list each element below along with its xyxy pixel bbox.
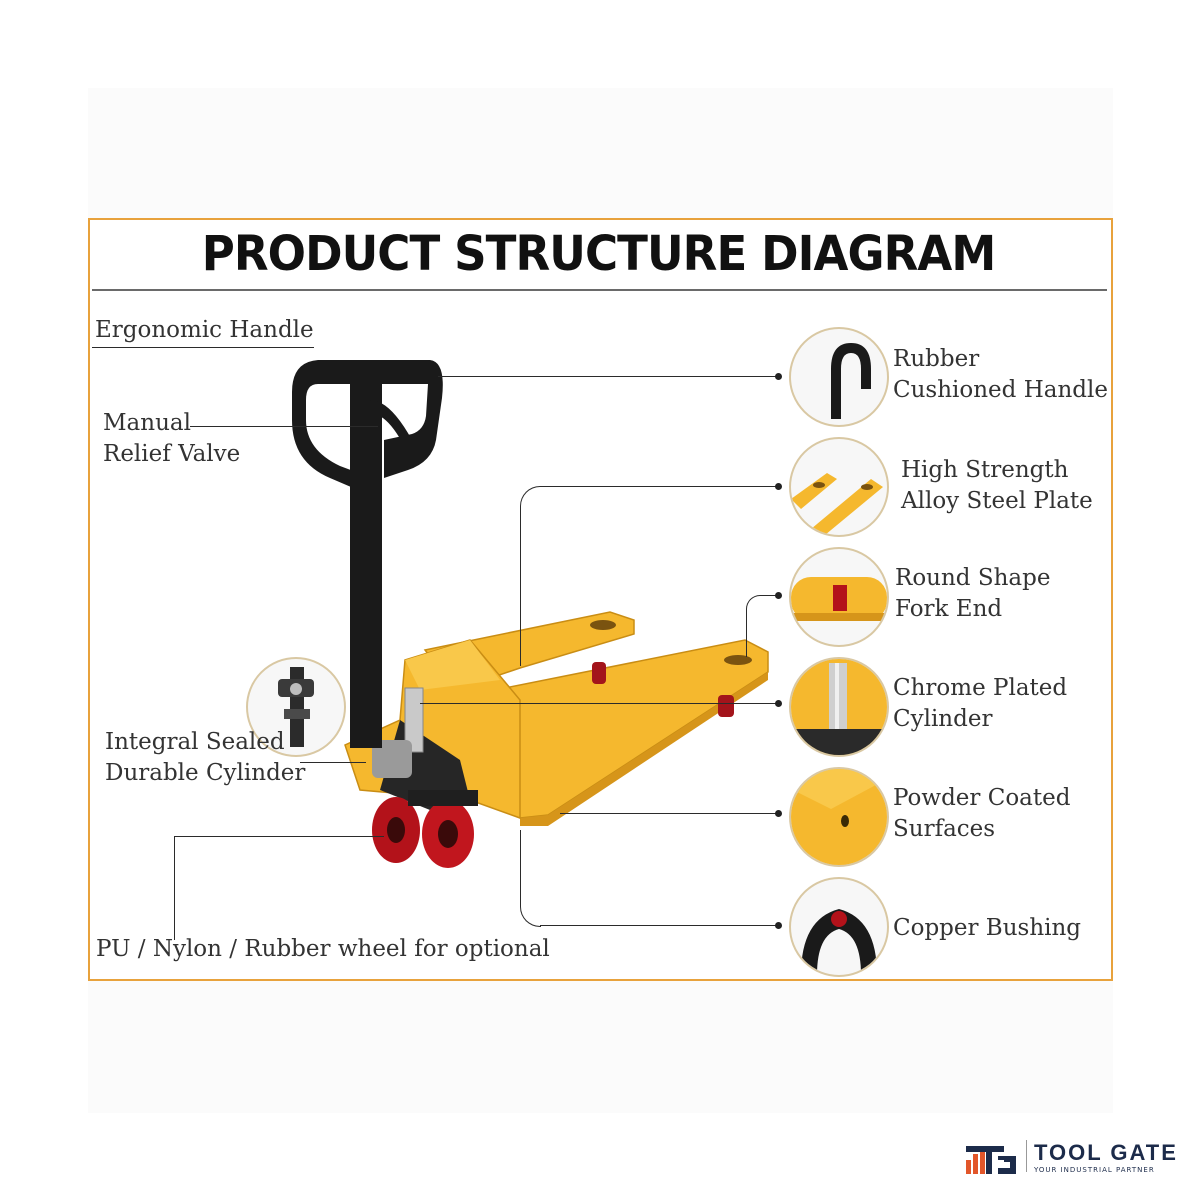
label-steel-plate-line1: High Strength xyxy=(901,457,1069,483)
detail-copper-bushing xyxy=(789,877,889,977)
detail-cylinder-closeup xyxy=(246,657,346,757)
label-steel-plate-line2: Alloy Steel Plate xyxy=(901,488,1093,514)
label-chrome-cylinder-line2: Cylinder xyxy=(893,706,993,732)
connector-dot-steel-plate xyxy=(775,483,782,490)
brand-separator xyxy=(1026,1140,1027,1172)
diagram-frame xyxy=(88,218,1113,981)
connector-dot-fork-end xyxy=(775,592,782,599)
label-fork-end-line2: Fork End xyxy=(895,596,1003,622)
label-manual-relief-valve-line1: Manual xyxy=(103,410,191,436)
diagram-title: PRODUCT STRUCTURE DIAGRAM xyxy=(201,226,997,282)
label-ergonomic-handle: Ergonomic Handle xyxy=(95,317,314,343)
chrome-cylinder xyxy=(404,687,424,753)
connector-steel-plate-h xyxy=(540,486,778,487)
handle-loop xyxy=(292,360,443,496)
connector-fork-end-v xyxy=(746,609,747,657)
label-rubber-handle-line2: Cushioned Handle xyxy=(893,377,1108,403)
label-chrome-cylinder-line1: Chrome Plated xyxy=(893,675,1068,701)
connector-fork-end-h xyxy=(760,595,778,596)
detail-steel-plate xyxy=(789,437,889,537)
connector-dot-chrome-cylinder xyxy=(775,700,782,707)
connector-fork-end-curve xyxy=(746,595,761,610)
brand-tagline: YOUR INDUSTRIAL PARTNER xyxy=(1034,1166,1155,1174)
connector-copper-bushing-v xyxy=(520,830,521,906)
tool-gate-logo xyxy=(966,1146,1016,1174)
connector-chrome-cylinder xyxy=(420,703,778,704)
connector-powder-coated xyxy=(560,813,778,814)
brand-logo-block: TOOL GATE YOUR INDUSTRIAL PARTNER xyxy=(964,1136,1194,1184)
label-copper-bushing: Copper Bushing xyxy=(893,915,1082,941)
brand-name: TOOL GATE xyxy=(1034,1140,1178,1165)
label-powder-coated-line1: Powder Coated xyxy=(893,785,1071,811)
connector-ergonomic-handle xyxy=(92,347,314,348)
label-integral-cylinder-line2: Durable Cylinder xyxy=(105,760,306,786)
connector-integral-cylinder xyxy=(300,762,366,763)
label-integral-cylinder-line1: Integral Sealed xyxy=(105,729,285,755)
connector-dot-copper-bushing xyxy=(775,922,782,929)
label-wheel-option: PU / Nylon / Rubber wheel for optional xyxy=(96,936,550,962)
connector-steel-plate-v xyxy=(520,506,521,666)
connector-dot-powder-coated xyxy=(775,810,782,817)
connector-copper-bushing-h xyxy=(540,925,778,926)
title-underline xyxy=(92,289,1107,291)
label-fork-end-line1: Round Shape xyxy=(895,565,1051,591)
connector-relief-valve xyxy=(190,426,378,427)
detail-chrome-cylinder xyxy=(789,657,889,757)
connector-wheel-h xyxy=(174,836,384,837)
connector-rubber-handle xyxy=(438,376,778,377)
label-manual-relief-valve-line2: Relief Valve xyxy=(103,441,241,467)
label-rubber-handle-line1: Rubber xyxy=(893,346,980,372)
connector-wheel-v xyxy=(174,836,175,940)
detail-powder-coated xyxy=(789,767,889,867)
detail-rubber-handle xyxy=(789,327,889,427)
detail-fork-end xyxy=(789,547,889,647)
label-powder-coated-line2: Surfaces xyxy=(893,816,996,842)
connector-dot-rubber-handle xyxy=(775,373,782,380)
